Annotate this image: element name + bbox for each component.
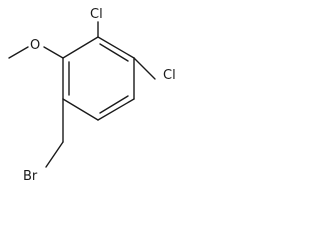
- atom-label-cl-right: Cl: [163, 68, 176, 83]
- bond-o-to-methyl: [8, 46, 29, 59]
- bond-ring-to-o: [43, 46, 64, 59]
- ring-bond-c1-c2: [97, 36, 135, 59]
- ring-double-bond-c3-c4: [99, 95, 129, 114]
- ring-bond-c3-c4: [97, 98, 135, 121]
- ring-bond-c4-c5: [62, 98, 99, 121]
- atom-label-cl-top: Cl: [90, 7, 103, 22]
- ring-bond-c6-c1: [62, 36, 99, 59]
- atom-label-br: Br: [23, 169, 38, 184]
- molecule-structure: Cl Cl O Br: [8, 7, 176, 184]
- benzene-ring: [62, 36, 135, 121]
- bond-ch2-to-br: [45, 141, 64, 168]
- atom-label-o: O: [30, 38, 40, 53]
- bond-ring-to-cl-right: [133, 57, 156, 80]
- ring-double-bond-c1-c2: [99, 43, 129, 62]
